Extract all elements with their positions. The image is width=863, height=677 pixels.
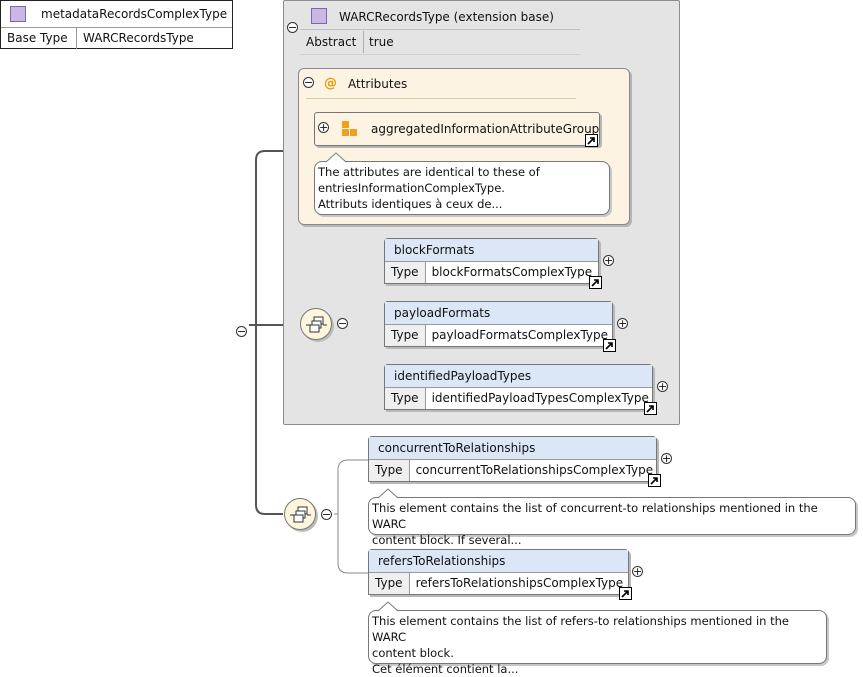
element-payload-formats[interactable]: payloadFormats Type payloadFormatsComplex… — [384, 301, 613, 347]
element-refers-to-relationships[interactable]: refersToRelationships Type refersToRelati… — [368, 549, 629, 595]
element-name: concurrentToRelationships — [369, 437, 656, 460]
attribute-group-name: aggregatedInformationAttributeGroup — [371, 122, 600, 136]
type-label: Type — [385, 262, 426, 283]
abstract-value: true — [369, 35, 394, 49]
extension-title-divider — [300, 29, 580, 30]
type-label: Type — [369, 460, 410, 481]
at-sign-icon: @ — [324, 76, 337, 91]
element-name: blockFormats — [385, 239, 598, 262]
concurrent-expand-icon[interactable]: + — [661, 452, 672, 465]
type-label: Type — [385, 325, 426, 346]
sequence-2-collapse-icon[interactable]: − — [321, 508, 332, 521]
root-collapse-icon[interactable]: − — [236, 325, 247, 338]
refers-link-icon[interactable] — [619, 587, 632, 600]
attributes-collapse-icon[interactable]: − — [303, 76, 314, 89]
attribute-group-link-icon[interactable] — [585, 134, 598, 147]
abstract-divider-bottom — [300, 54, 580, 55]
attribute-group-icon — [342, 121, 358, 137]
extension-title: WARCRecordsType (extension base) — [339, 10, 554, 24]
attributes-divider — [306, 98, 576, 99]
root-divider — [1, 27, 232, 28]
element-identified-payload-types[interactable]: identifiedPayloadTypes Type identifiedPay… — [384, 364, 653, 410]
identified-payload-types-expand-icon[interactable]: + — [657, 380, 668, 393]
type-value: blockFormatsComplexType — [431, 265, 593, 279]
block-formats-link-icon[interactable] — [589, 276, 602, 289]
type-label: Type — [369, 573, 410, 594]
payload-formats-expand-icon[interactable]: + — [617, 317, 628, 330]
element-name: payloadFormats — [385, 302, 612, 325]
element-block-formats[interactable]: blockFormats Type blockFormatsComplexType — [384, 238, 599, 284]
type-value: payloadFormatsComplexType — [431, 328, 609, 342]
block-formats-expand-icon[interactable]: + — [603, 254, 614, 267]
concurrent-note-pointer — [378, 488, 399, 499]
extension-collapse-icon[interactable]: − — [287, 21, 298, 34]
concurrent-link-icon[interactable] — [648, 474, 661, 487]
element-concurrent-to-relationships[interactable]: concurrentToRelationships Type concurrent… — [368, 436, 657, 482]
attribute-note: The attributes are identical to these of… — [314, 161, 610, 215]
sequence-compositor-icon — [300, 308, 332, 340]
type-value: refersToRelationshipsComplexType — [415, 576, 624, 590]
root-type-name: metadataRecordsComplexType — [41, 7, 228, 21]
sequence-compositor-icon-2 — [284, 498, 316, 530]
complex-type-icon — [10, 6, 26, 22]
abstract-label: Abstract — [306, 35, 357, 49]
sequence-collapse-icon[interactable]: − — [337, 317, 348, 330]
payload-formats-link-icon[interactable] — [603, 339, 616, 352]
element-name: identifiedPayloadTypes — [385, 365, 652, 388]
attributes-label: Attributes — [348, 77, 408, 91]
concurrent-note: This element contains the list of concur… — [368, 497, 856, 547]
type-value: concurrentToRelationshipsComplexType — [415, 463, 654, 477]
type-value: identifiedPayloadTypesComplexType — [431, 391, 649, 405]
type-label: Type — [385, 388, 426, 409]
extension-type-icon — [311, 8, 327, 24]
element-name: refersToRelationships — [369, 550, 628, 573]
refers-note: This element contains the list of refers… — [368, 610, 827, 676]
base-type-label: Base Type — [1, 28, 77, 49]
attribute-group-box[interactable] — [314, 112, 600, 146]
attribute-note-pointer — [326, 152, 347, 163]
refers-note-pointer — [378, 601, 399, 612]
identified-payload-types-link-icon[interactable] — [644, 402, 657, 415]
refers-expand-icon[interactable]: + — [632, 565, 643, 578]
attribute-group-expand-icon[interactable]: + — [318, 121, 329, 134]
base-type-value: WARCRecordsType — [83, 31, 194, 45]
abstract-divider — [363, 31, 364, 53]
root-complex-type[interactable]: metadataRecordsComplexType Base Type WAR… — [0, 0, 233, 49]
